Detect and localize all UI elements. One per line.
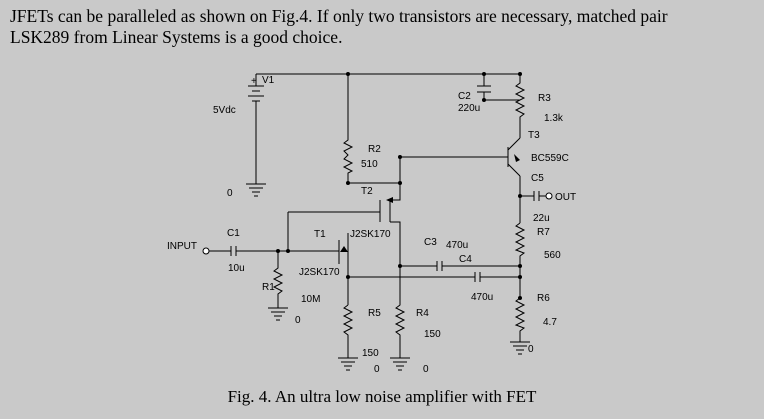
- r6-ground-label: 0: [528, 344, 534, 355]
- v1-ground-label: 0: [227, 188, 233, 199]
- c2-value: 220u: [458, 103, 480, 114]
- v1-plus: +: [251, 76, 257, 87]
- v1-value: 5Vdc: [213, 105, 236, 116]
- r5-ground-label: 0: [374, 364, 380, 375]
- c1-value: 10u: [228, 263, 245, 274]
- c2-label: C2: [458, 91, 471, 102]
- c1-label: C1: [227, 228, 240, 239]
- c4-label: C4: [459, 254, 472, 265]
- intro-line-1: JFETs can be paralleled as shown on Fig.…: [10, 6, 668, 26]
- intro-text: JFETs can be paralleled as shown on Fig.…: [10, 6, 758, 48]
- r3-label: R3: [538, 93, 551, 104]
- t2-label: T2: [361, 186, 373, 197]
- r6-value: 4.7: [543, 317, 557, 328]
- c5-label: C5: [531, 173, 544, 184]
- t3-label: T3: [528, 130, 540, 141]
- t1-label: T1: [314, 229, 326, 240]
- t1-part: J2SK170: [299, 267, 340, 278]
- r4-ground-label: 0: [423, 364, 429, 375]
- r7-label: R7: [537, 227, 550, 238]
- c5-value: 22u: [533, 213, 550, 224]
- input-terminal-label: INPUT: [167, 241, 197, 252]
- r4-value: 150: [424, 329, 441, 340]
- r6-label: R6: [537, 293, 550, 304]
- r1-label: R1: [262, 282, 275, 293]
- r4-label: R4: [416, 308, 429, 319]
- intro-line-2: LSK289 from Linear Systems is a good cho…: [10, 27, 343, 47]
- r5-value: 150: [362, 348, 379, 359]
- r1-ground-label: 0: [295, 315, 301, 326]
- out-terminal-label: OUT: [555, 192, 576, 203]
- c3-label: C3: [424, 237, 437, 248]
- r5-label: R5: [368, 308, 381, 319]
- t2-part: J2SK170: [350, 229, 391, 240]
- c4-value: 470u: [471, 292, 493, 303]
- r2-value: 510: [361, 159, 378, 170]
- t3-part: BC559C: [531, 153, 569, 164]
- v1-label: V1: [262, 75, 275, 86]
- c3-value: 470u: [446, 240, 468, 251]
- r1-value: 10M: [301, 294, 320, 305]
- r7-value: 560: [544, 250, 561, 261]
- r3-value: 1.3k: [544, 113, 564, 124]
- r2-label: R2: [368, 144, 381, 155]
- figure-caption: Fig. 4. An ultra low noise amplifier wit…: [227, 387, 537, 406]
